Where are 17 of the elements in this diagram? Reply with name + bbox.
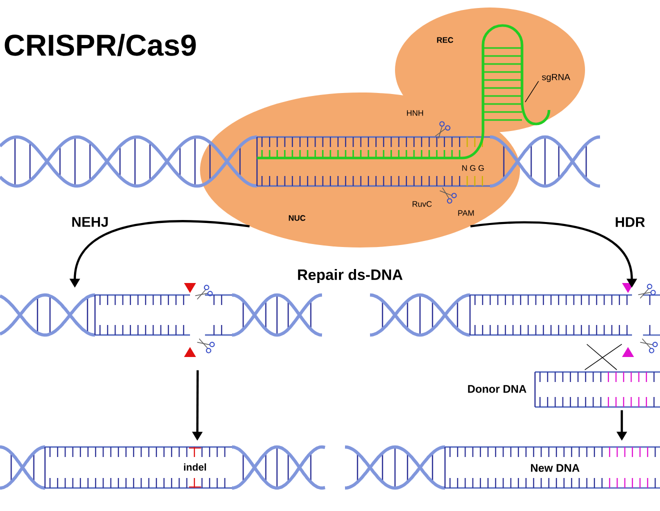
node-label: REC — [437, 37, 454, 43]
dna-drawing: indel — [0, 445, 326, 490]
title: CRISPR/Cas9 — [4, 34, 196, 56]
domain-label: RuvC — [412, 201, 432, 207]
pathway-label: NEHJ — [72, 217, 108, 227]
crossover-line — [584, 344, 622, 370]
dna-drawing — [370, 283, 660, 357]
dna-drawing — [0, 283, 322, 357]
sequence-label: PAM — [458, 210, 474, 216]
dna-drawing: New DNA — [344, 445, 660, 490]
step-label: Repair ds-DNA — [298, 269, 402, 283]
pathway-label: HDR — [616, 217, 645, 227]
domain-label: HNH — [407, 110, 424, 116]
crossover-line — [586, 344, 618, 370]
leader-line — [524, 80, 539, 102]
dna-drawing: Donor DNA — [468, 371, 660, 408]
sequence-label: N G G — [462, 165, 484, 171]
